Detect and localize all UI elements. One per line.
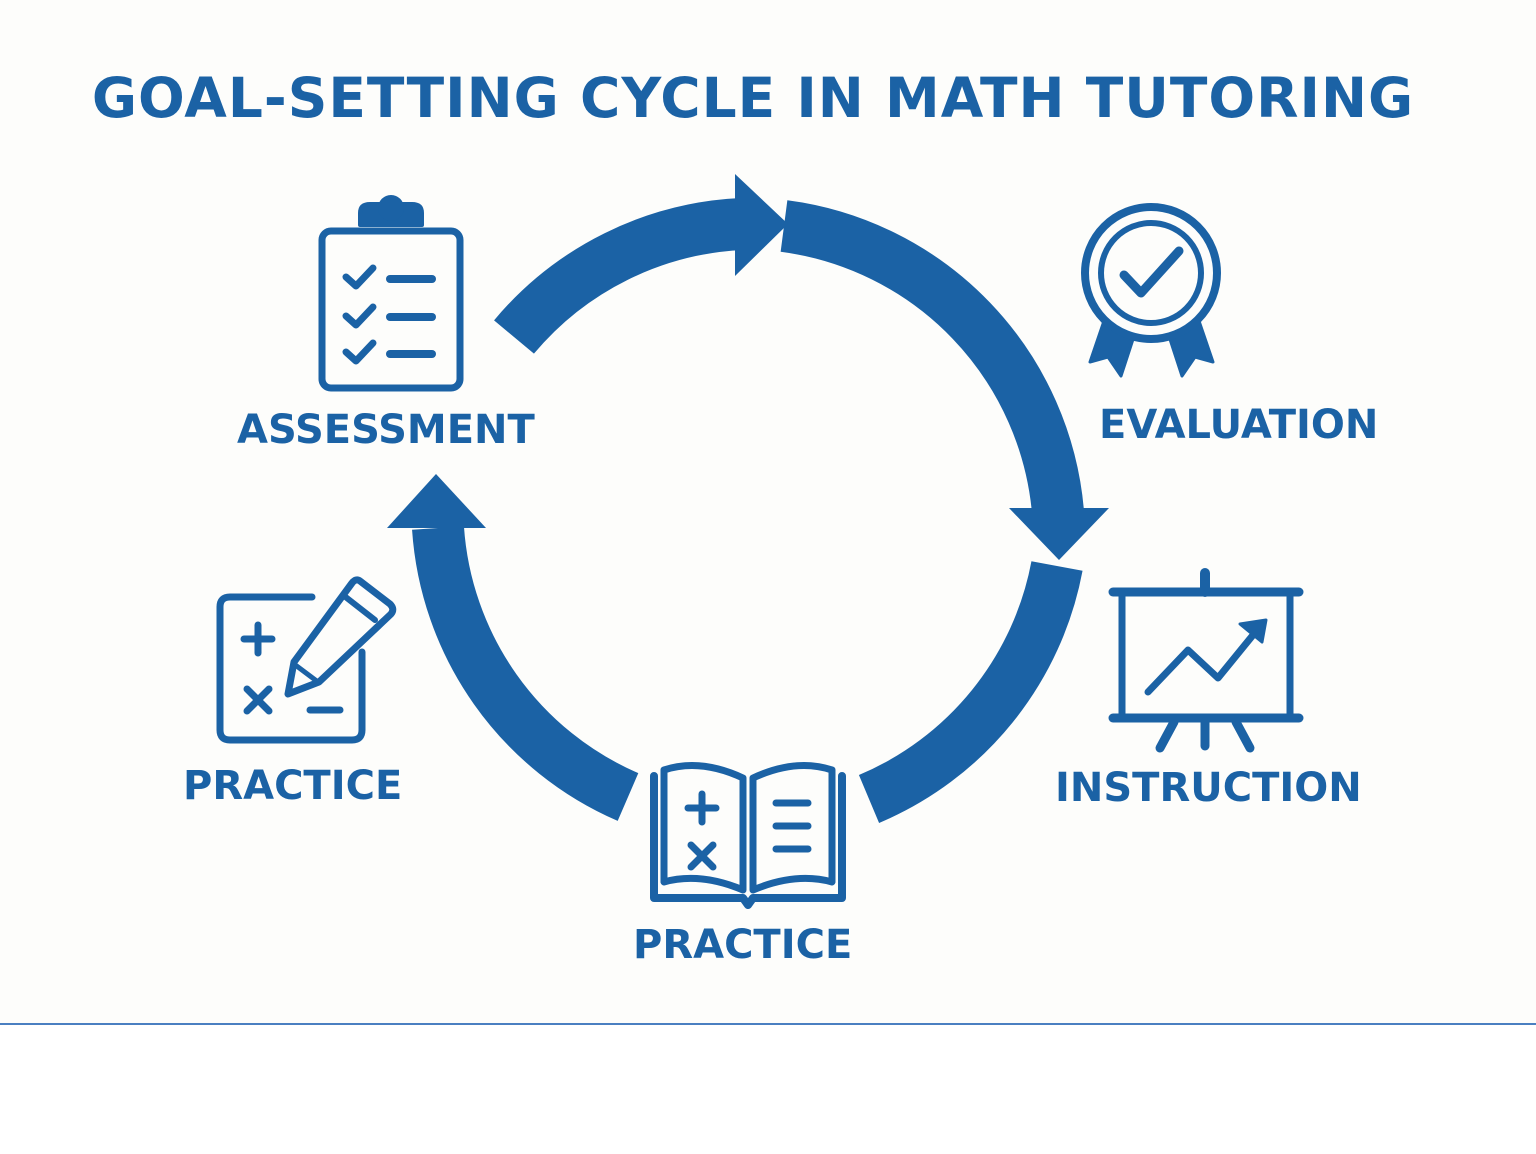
bottom-divider <box>0 1023 1536 1025</box>
stage-label-assessment: ASSESSMENT <box>237 407 535 453</box>
arrowhead-up <box>387 474 486 528</box>
stage-label-evaluation: EVALUATION <box>1099 402 1379 448</box>
worksheet-pencil-icon <box>216 576 397 744</box>
arrow-instruction-to-practice <box>858 560 1083 823</box>
stage-label-instruction: INSTRUCTION <box>1055 765 1362 811</box>
award-ribbon-check-icon <box>1081 203 1221 378</box>
arrowhead-down <box>1009 508 1109 560</box>
arrow-heads <box>387 174 1109 560</box>
presentation-board-chart-icon <box>1108 568 1304 753</box>
stage-label-practice-left: PRACTICE <box>183 763 403 809</box>
cycle-arrows <box>412 198 1084 823</box>
open-book-math-icon <box>650 762 846 909</box>
arrowhead-right <box>735 174 788 276</box>
diagram-title: GOAL-SETTING CYCLE IN MATH TUTORING <box>91 66 1415 130</box>
arrow-evaluation-to-instruction <box>780 200 1084 515</box>
arrow-assessment-to-evaluation <box>494 198 744 354</box>
stage-label-practice-bottom: PRACTICE <box>633 922 853 968</box>
clipboard-checklist-icon <box>318 195 464 392</box>
arrow-practice-to-assessment <box>412 526 639 821</box>
